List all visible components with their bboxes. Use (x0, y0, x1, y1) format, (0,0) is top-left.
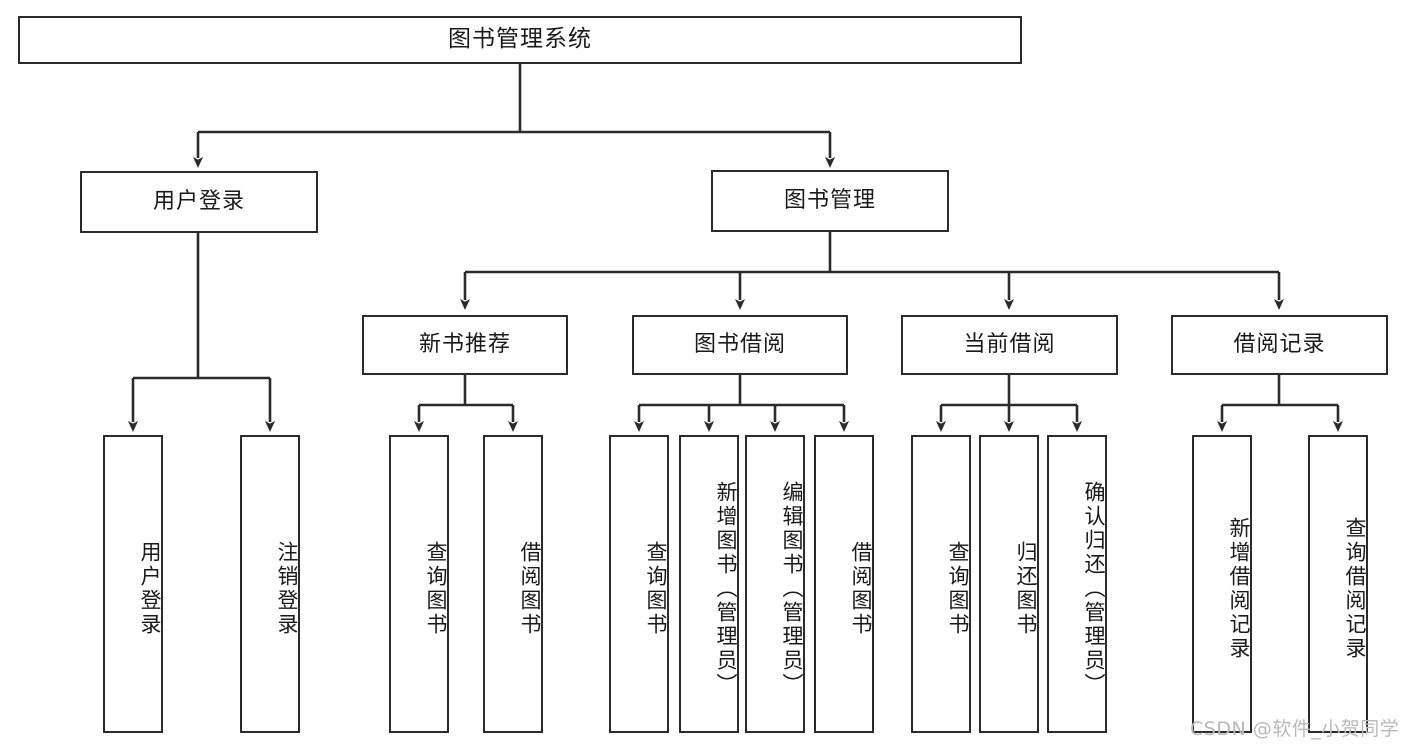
node-borrow-record[interactable]: 借阅记录 (1171, 315, 1388, 375)
node-label: 确认归还（管理员） (1082, 481, 1106, 697)
leaf-current-query-book[interactable]: 查询图书 (911, 435, 971, 733)
leaf-record-add-record[interactable]: 新增借阅记录 (1192, 435, 1252, 733)
node-label: 用户登录 (152, 188, 245, 214)
node-book-management[interactable]: 图书管理 (711, 170, 949, 232)
leaf-current-return-book[interactable]: 归还图书 (979, 435, 1039, 733)
node-label: 新增图书（管理员） (714, 481, 738, 697)
leaf-borrow-borrow-book[interactable]: 借阅图书 (814, 435, 874, 733)
node-label: 新增借阅记录 (1227, 517, 1251, 661)
leaf-current-confirm-return-admin[interactable]: 确认归还（管理员） (1047, 435, 1107, 733)
node-current-borrow[interactable]: 当前借阅 (901, 315, 1118, 375)
node-label: 借阅图书 (849, 541, 873, 637)
node-book-borrow[interactable]: 图书借阅 (632, 315, 848, 375)
node-label: 注销登录 (275, 541, 299, 637)
node-label: 新书推荐 (418, 331, 511, 357)
leaf-recommend-query-book[interactable]: 查询图书 (389, 435, 449, 733)
node-label: 查询图书 (946, 541, 970, 637)
leaf-user-logout[interactable]: 注销登录 (240, 435, 300, 733)
leaf-borrow-query-book[interactable]: 查询图书 (609, 435, 669, 733)
node-label: 当前借阅 (963, 331, 1056, 357)
leaf-borrow-add-book-admin[interactable]: 新增图书（管理员） (679, 435, 739, 733)
node-label: 图书管理系统 (448, 26, 592, 53)
node-label: 用户登录 (138, 541, 162, 637)
csdn-watermark: CSDN @软件_小贺同学 (1190, 718, 1400, 740)
node-label: 借阅图书 (518, 541, 542, 637)
leaf-borrow-edit-book-admin[interactable]: 编辑图书（管理员） (745, 435, 805, 733)
node-root-system[interactable]: 图书管理系统 (18, 16, 1022, 64)
node-user-login[interactable]: 用户登录 (80, 171, 318, 233)
node-label: 查询图书 (424, 541, 448, 637)
node-new-book-recommend[interactable]: 新书推荐 (362, 315, 568, 375)
node-label: 借阅记录 (1233, 331, 1326, 357)
node-label: 查询图书 (644, 541, 668, 637)
node-label: 图书管理 (783, 187, 876, 213)
node-label: 查询借阅记录 (1343, 517, 1367, 661)
node-label: 归还图书 (1014, 541, 1038, 637)
leaf-user-login[interactable]: 用户登录 (103, 435, 163, 733)
node-label: 图书借阅 (693, 331, 786, 357)
leaf-record-query-record[interactable]: 查询借阅记录 (1308, 435, 1368, 733)
leaf-recommend-borrow-book[interactable]: 借阅图书 (483, 435, 543, 733)
node-label: 编辑图书（管理员） (780, 481, 804, 697)
